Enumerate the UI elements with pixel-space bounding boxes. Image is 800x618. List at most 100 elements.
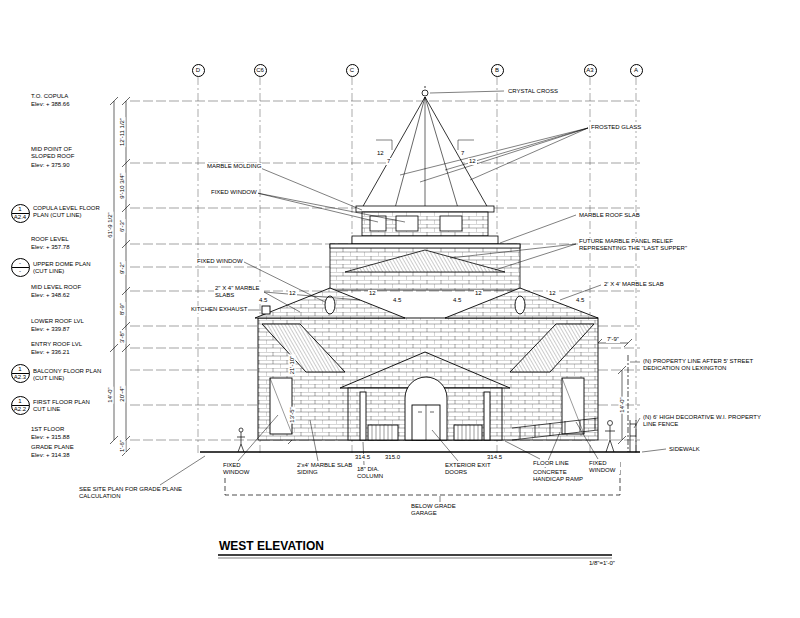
note-label: SEE SITE PLAN FOR GRADE PLANE CALCULATIO… (78, 486, 205, 500)
leader-lines (576, 422, 598, 459)
note-label: FIRST FLOOR PLAN CUT LINE (32, 399, 104, 413)
human-figure (237, 432, 245, 452)
ramp-and-site (630, 420, 636, 452)
leader-lines (450, 244, 576, 270)
upper-dome (330, 244, 520, 290)
sheet-reference: A2.2 (14, 406, 26, 413)
note-label: FIXED WINDOW (196, 258, 244, 265)
note-label: T.O. COPULA (30, 93, 69, 100)
note-label: FIXED WINDOW (222, 462, 258, 476)
copula (352, 236, 498, 244)
title-underline (218, 555, 612, 558)
ramp-and-site (512, 418, 598, 440)
note-label: EXTERIOR EXIT DOORS (444, 462, 492, 476)
sheet-reference: - (19, 268, 21, 275)
section-marker: 1A2.3 (11, 364, 30, 383)
title-underline (218, 558, 612, 559)
slope-number: 4.5 (392, 297, 402, 304)
note-label: (N) 6' HIGH DECORATIVE W.I. PROPERTY LIN… (642, 414, 769, 428)
leader-lines (500, 215, 576, 243)
leader-lines (238, 415, 278, 461)
grid-letter: A3 (586, 67, 593, 74)
leader-lines (642, 449, 666, 452)
entry-porch (458, 425, 478, 440)
copula (425, 86, 426, 88)
leader-lines (634, 418, 640, 428)
level-lines (130, 101, 640, 440)
note-label: 2" X 4" MARBLE SLABS (214, 285, 264, 299)
dimension-text: 9'-2" (119, 261, 126, 275)
slope-number: 12 (288, 290, 297, 297)
elevation-value: Elev: + 375.90 (30, 162, 71, 169)
upper-dome (330, 244, 520, 290)
note-label: FLOOR LINE (532, 460, 570, 467)
note-label: 2' X 4' MARBLE SLAB (603, 281, 665, 288)
note-label: SIDEWALK (668, 446, 701, 453)
dimension-lines (110, 97, 632, 456)
copula (362, 212, 488, 236)
main-walls (262, 306, 270, 314)
grid-lines (198, 77, 636, 455)
entry-porch (340, 352, 510, 440)
entry-porch (418, 405, 434, 440)
note-label: FIXED WINDOW (588, 460, 620, 474)
dimension-text: 14'-0" (107, 386, 114, 403)
main-walls (515, 296, 525, 314)
upper-dome (330, 244, 520, 248)
slope-number: 4.5 (452, 297, 462, 304)
note-label: COPULA LEVEL FLOOR PLAN (CUT LINE) (32, 205, 104, 219)
main-walls (258, 318, 598, 440)
copula (395, 97, 458, 208)
section-marker: -- (11, 258, 30, 277)
section-marker: 1A2.4 (11, 204, 30, 223)
section-marker: 1A2.2 (11, 396, 30, 415)
elevation-value: Elev: + 348.62 (30, 292, 71, 299)
leader-lines (430, 91, 504, 93)
note-label: MARBLE MOLDING (206, 163, 262, 170)
main-walls (262, 324, 345, 372)
note-label: BALCONY FLOOR PLAN (CUT LINE) (32, 368, 104, 382)
copula (356, 206, 494, 212)
elevation-value: Elev: + 314.38 (30, 452, 71, 459)
copula (396, 216, 418, 231)
note-label: 1ST FLOOR (30, 426, 65, 433)
dimension-text: 12'-11 1/2" (119, 117, 126, 147)
leader-lines (630, 362, 640, 363)
slope-number: 4.5 (258, 297, 268, 304)
slope-number: 12 (368, 290, 377, 297)
dimension-text: 1/8"=1'-0" (588, 560, 616, 567)
dimension-text: 13'-5" (289, 406, 296, 423)
slope-number: 12 (376, 150, 385, 157)
grid-letter: D (196, 67, 200, 74)
leader-lines (160, 456, 205, 485)
title-underline (218, 554, 612, 555)
note-label: 18" DIA. COLUMN (356, 466, 396, 480)
note-label: (N) PROPERTY LINE AFTER 5' STREET DEDICA… (642, 358, 769, 372)
note-label: KITCHEN EXHAUST (190, 306, 248, 313)
slope-number: 12 (548, 290, 557, 297)
grid-letter: C (350, 67, 354, 74)
sheet-reference: - (12, 260, 29, 268)
note-label: FROSTED GLASS (590, 124, 642, 131)
entry-porch (484, 392, 490, 440)
note-label: ROOF LEVEL (30, 236, 70, 243)
leader-lines (440, 496, 441, 502)
copula (370, 216, 386, 231)
leader-lines (264, 292, 360, 312)
grid-bubble: A (630, 64, 643, 77)
dimension-text: 9'-10 3/4" (119, 172, 126, 199)
main-walls (445, 288, 598, 318)
note-label: 2'x4' MARBLE SLAB SIDING (296, 462, 354, 476)
sheet-reference: A2.3 (14, 374, 26, 381)
entry-porch (360, 392, 366, 440)
main-walls (325, 296, 335, 314)
elevation-value: Elev: + 315.88 (30, 434, 71, 441)
sheet-reference: 1 (12, 398, 29, 406)
grid-bubble: C (346, 64, 359, 77)
slope-number: 4.5 (575, 297, 585, 304)
note-label: MID LEVEL ROOF (30, 284, 82, 291)
dimension-text: 3'-8" (119, 330, 126, 344)
elevation-value: Elev: + 357.78 (30, 244, 71, 251)
slope-number: 314.5 (486, 454, 503, 461)
main-walls (255, 288, 405, 318)
